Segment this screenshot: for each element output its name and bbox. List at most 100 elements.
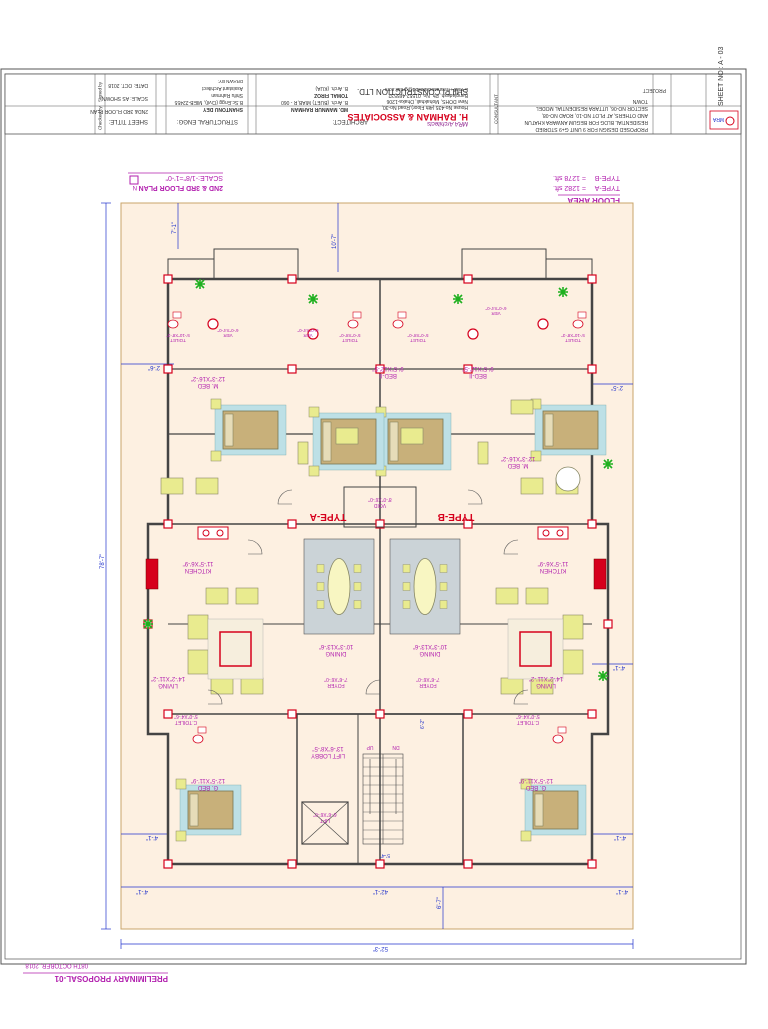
side-table bbox=[530, 450, 542, 462]
gbed-right-dim: 12'-5"X11'-9" bbox=[191, 777, 225, 783]
side-table bbox=[210, 450, 222, 462]
door-swing bbox=[503, 539, 519, 555]
plant-icon bbox=[558, 287, 568, 297]
consultant-label: CONSULTANT bbox=[494, 94, 499, 124]
overall-depth-dim: 78'-7" bbox=[100, 554, 106, 569]
dining-chair bbox=[439, 582, 448, 591]
column bbox=[463, 364, 473, 374]
svg-text:AND OTHERS, AT PLOT NO-10, ROA: AND OTHERS, AT PLOT NO-10, ROAD NO-08, bbox=[542, 112, 648, 118]
basin-icon bbox=[197, 726, 207, 734]
sofa bbox=[562, 649, 584, 675]
dining-left-dim: 10'-3"X13'-6" bbox=[413, 643, 448, 649]
wc-icon bbox=[167, 319, 179, 329]
column bbox=[463, 709, 473, 719]
dining-chair bbox=[353, 564, 362, 573]
shower-icon bbox=[467, 328, 479, 340]
ver-right-dim: 6'-0"X4'-0" bbox=[485, 306, 506, 311]
svg-text:Assistant Architect: Assistant Architect bbox=[202, 85, 243, 91]
wc-icon bbox=[347, 319, 359, 329]
basin-icon bbox=[577, 311, 587, 319]
ctoilet-right-dim: 5'-0"X4'-6" bbox=[174, 713, 197, 719]
dining-left-label: DINING bbox=[419, 650, 440, 656]
basin-icon bbox=[352, 311, 362, 319]
firm-address: House No-435 (4th Floor),Road No-30, New… bbox=[382, 86, 468, 110]
lift-dim: 6'-6"X6'-0" bbox=[313, 811, 336, 817]
floor-area-label: FLOOR AREA bbox=[567, 196, 620, 205]
sofa bbox=[335, 427, 359, 445]
column bbox=[287, 364, 297, 374]
sofa bbox=[240, 677, 264, 695]
stair-up-label: UP bbox=[366, 744, 374, 750]
ctoilet-right-label: C.TOILET bbox=[175, 719, 197, 725]
top-right-dim: 7'-1" bbox=[172, 222, 178, 234]
column bbox=[463, 519, 473, 529]
svg-text:Bangladesh, Ph. No. 01552-4655: Bangladesh, Ph. No. 01552-465532 bbox=[388, 92, 468, 98]
foyer-dim: 7'-6"X6'-0" bbox=[416, 676, 439, 682]
inner-dimensions: 5'-4" 6'-2" bbox=[380, 719, 426, 858]
mbed-left-label: M. BED bbox=[507, 462, 528, 468]
dining-chair bbox=[353, 600, 362, 609]
kitchen-right-dim: 11'-5"X6'-9" bbox=[183, 560, 214, 566]
kitchen-left-label: KITCHEN bbox=[540, 567, 566, 573]
dining-chair bbox=[402, 600, 411, 609]
gbed-left-dim: 12'-5"X11'-9" bbox=[519, 777, 553, 783]
bed-pillow bbox=[544, 413, 554, 447]
burner bbox=[216, 529, 224, 537]
sofa bbox=[205, 587, 229, 605]
toilet-label: TOILET bbox=[170, 338, 186, 343]
door-swing bbox=[365, 679, 381, 695]
column bbox=[375, 709, 385, 719]
sofa bbox=[400, 427, 424, 445]
sofa bbox=[187, 614, 209, 640]
bottom-left-dim: 4'-1" bbox=[616, 888, 628, 894]
column bbox=[587, 364, 597, 374]
north-arrow-box bbox=[129, 175, 139, 185]
dining-chair bbox=[316, 564, 325, 573]
svg-text:PROPOSED DESIGN FOR 9 UNIT G+9: PROPOSED DESIGN FOR 9 UNIT G+9 STORIED bbox=[535, 126, 648, 132]
bed-right-label: BED-II bbox=[379, 372, 397, 378]
sofa bbox=[562, 614, 584, 640]
plant-icon bbox=[143, 619, 153, 629]
lift-core bbox=[301, 753, 404, 845]
toilet-dim: 5'-10"X8'-3" bbox=[166, 333, 190, 338]
stair-dim: 5'-4" bbox=[380, 852, 390, 858]
side-table bbox=[308, 465, 320, 477]
side-table bbox=[520, 830, 532, 842]
svg-text:E-mail : mrarasociatesbd@gmail: E-mail : mrarasociatesbd@gmail.com bbox=[385, 86, 468, 92]
bottom-right-side-dim: 4'-1" bbox=[146, 834, 158, 840]
column bbox=[287, 519, 297, 529]
sofa bbox=[235, 587, 259, 605]
ver-left-dim: 6'-0"X4'-0" bbox=[217, 328, 238, 333]
door-swing bbox=[513, 689, 529, 705]
date-note: DATE: OCT. 2018 bbox=[108, 82, 148, 88]
dining-chair bbox=[439, 564, 448, 573]
dining-table bbox=[413, 558, 437, 615]
bed-pillow bbox=[189, 793, 199, 827]
coffee-table bbox=[219, 631, 252, 667]
client-name: SHILPI CONSTRUCTION LTD. bbox=[357, 87, 468, 96]
dining-right-label: DINING bbox=[325, 650, 346, 656]
proposal-date: 08TH OCTOBER, 2018 bbox=[25, 962, 88, 968]
bed-left-label: BED-II bbox=[469, 372, 487, 378]
mbed-right-label: M. BED bbox=[197, 382, 218, 388]
floor-area-legend: FLOOR AREA TYPE-A = 1282 sft. TYPE-B = 1… bbox=[553, 174, 620, 205]
svg-text:Shifu Rahman: Shifu Rahman bbox=[211, 92, 243, 98]
toilet-small-label: TOILET bbox=[410, 338, 426, 343]
coffee-table bbox=[519, 631, 552, 667]
lift-lobby-dim: 13'-6"X8'-5" bbox=[312, 745, 343, 751]
column bbox=[587, 519, 597, 529]
bed-pillow bbox=[322, 421, 332, 462]
fridge-icon bbox=[593, 558, 607, 590]
ver-right-label: VER bbox=[491, 311, 501, 316]
column bbox=[375, 364, 385, 374]
rug bbox=[207, 618, 264, 680]
basin-icon bbox=[397, 311, 407, 319]
firm-small: MRA Architects bbox=[427, 120, 468, 126]
void-label: VOID bbox=[374, 502, 387, 508]
svg-text:B. Arch. (BUET) MIAB,R - 060: B. Arch. (BUET) MIAB,R - 060 bbox=[281, 99, 348, 105]
column bbox=[163, 274, 173, 284]
door-swing bbox=[247, 539, 263, 555]
plan-title-block: 2ND & 3RD FLOOR PLAN SCALE:-1/8"=1'-0" N bbox=[128, 172, 223, 191]
